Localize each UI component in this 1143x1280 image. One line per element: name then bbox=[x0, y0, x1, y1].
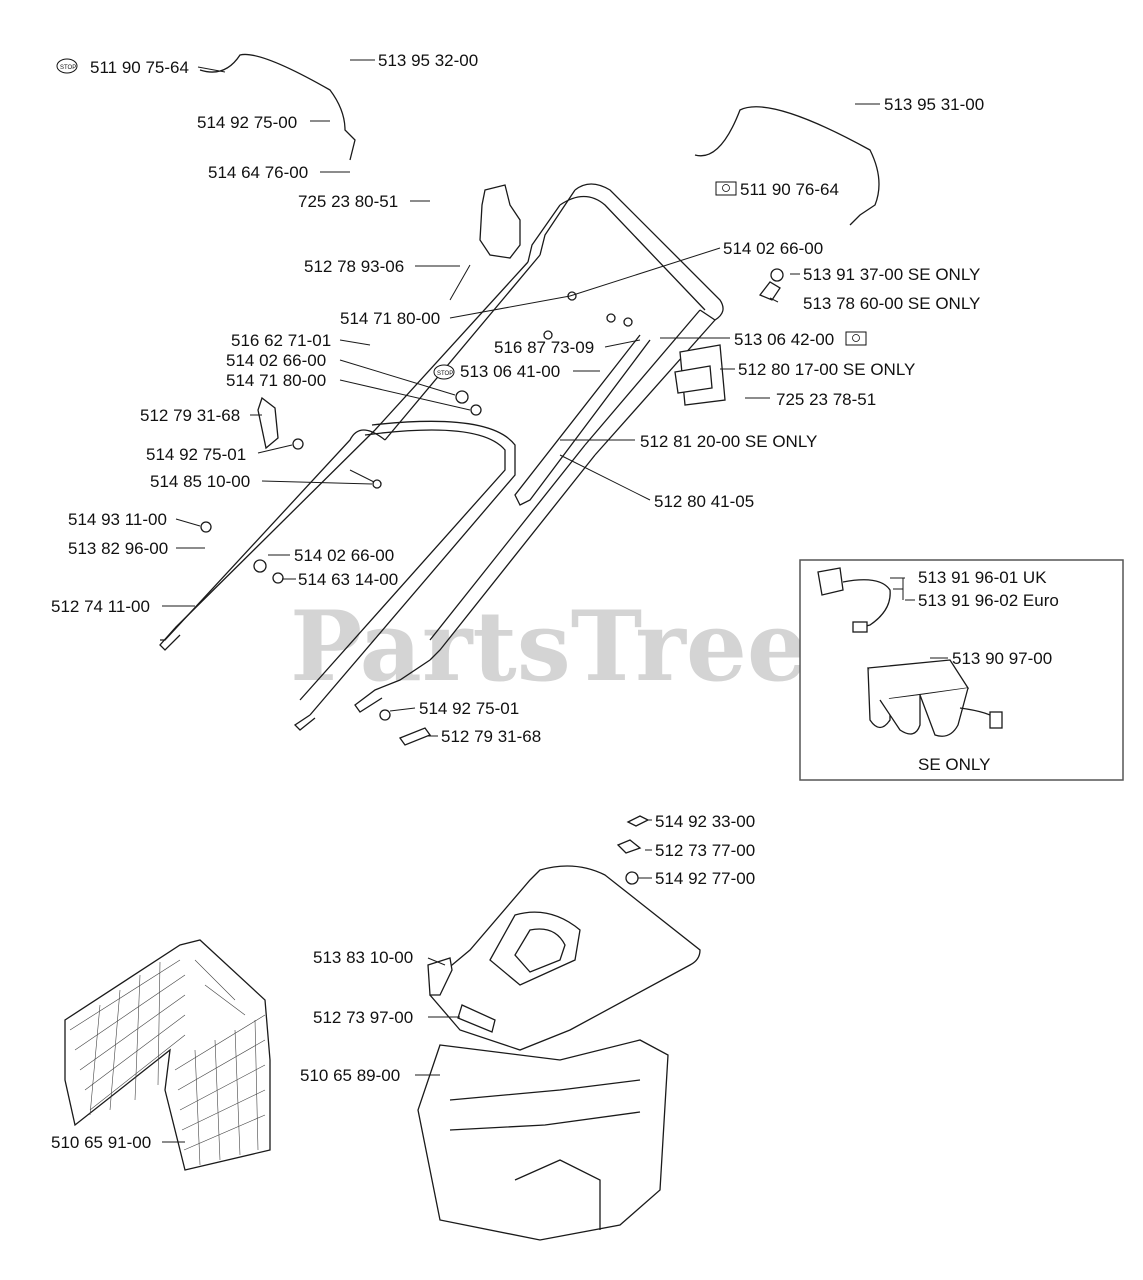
stop-icon: STOP bbox=[56, 58, 78, 74]
part-label: 513 91 96-02 Euro bbox=[918, 591, 1059, 610]
throttle-lever bbox=[449, 184, 521, 301]
part-label: 513 95 31-00 bbox=[884, 95, 984, 114]
part-label: 514 64 76-00 bbox=[208, 163, 308, 182]
grass-catcher-lid bbox=[427, 865, 701, 1051]
part-label: 511 90 76-64 bbox=[740, 180, 839, 199]
part-label: 513 78 60-00 SE ONLY bbox=[803, 294, 980, 313]
grass-catcher-frame bbox=[417, 1039, 669, 1241]
grass-catcher-bag bbox=[64, 939, 271, 1171]
part-label: 512 81 20-00 SE ONLY bbox=[640, 432, 817, 451]
part-label: 513 82 96-00 bbox=[68, 539, 168, 558]
catcher-hardware bbox=[616, 815, 650, 885]
hardware-bits bbox=[200, 390, 482, 746]
svg-text:STOP: STOP bbox=[437, 371, 453, 377]
part-label: 513 95 32-00 bbox=[378, 51, 478, 70]
part-label: 514 02 66-00 bbox=[226, 351, 326, 370]
part-label: 514 92 75-01 bbox=[146, 445, 246, 464]
part-label: 514 92 75-00 bbox=[197, 113, 297, 132]
part-label: 514 92 33-00 bbox=[655, 812, 755, 831]
leader-lines bbox=[162, 59, 948, 1143]
part-label: 514 63 14-00 bbox=[298, 570, 398, 589]
part-label: 513 91 96-01 UK bbox=[918, 568, 1047, 587]
part-label: 512 73 97-00 bbox=[313, 1008, 413, 1027]
part-label: 511 90 75-64 bbox=[90, 58, 189, 77]
part-label: 514 71 80-00 bbox=[226, 371, 326, 390]
part-label: 725 23 80-51 bbox=[298, 192, 398, 211]
sun-icon bbox=[715, 181, 737, 196]
part-label: 513 06 41-00 bbox=[460, 362, 560, 381]
upper-handle bbox=[374, 183, 724, 506]
part-label: 514 85 10-00 bbox=[150, 472, 250, 491]
part-label: 513 90 97-00 bbox=[952, 649, 1052, 668]
se-only-inset: SE ONLY bbox=[799, 559, 1124, 781]
part-label: 514 02 66-00 bbox=[294, 546, 394, 565]
part-label: 512 79 31-68 bbox=[441, 727, 541, 746]
part-label: 512 74 11-00 bbox=[51, 597, 150, 616]
part-label: 512 78 93-06 bbox=[304, 257, 404, 276]
part-label: 516 87 73-09 bbox=[494, 338, 594, 357]
part-labels: 511 90 75-64 513 95 32-00 514 92 75-00 5… bbox=[51, 51, 1059, 1152]
switch-box bbox=[674, 268, 784, 406]
part-label: 513 83 10-00 bbox=[313, 948, 413, 967]
part-label: 514 71 80-00 bbox=[340, 309, 440, 328]
part-label: 725 23 78-51 bbox=[776, 390, 876, 409]
sun-icon bbox=[845, 331, 867, 346]
stop-icon: STOP bbox=[433, 364, 455, 380]
part-label: 512 80 41-05 bbox=[654, 492, 754, 511]
part-label: 512 79 31-68 bbox=[140, 406, 240, 425]
part-label: 514 92 77-00 bbox=[655, 869, 755, 888]
part-label: 516 62 71-01 bbox=[231, 331, 331, 350]
part-label: 512 80 17-00 SE ONLY bbox=[738, 360, 915, 379]
bails bbox=[199, 53, 880, 226]
svg-text:STOP: STOP bbox=[60, 65, 76, 71]
part-label: 512 73 77-00 bbox=[655, 841, 755, 860]
watermark-text: PartsTree bbox=[290, 590, 808, 703]
part-label: 510 65 91-00 bbox=[51, 1133, 151, 1152]
part-label: 513 91 37-00 SE ONLY bbox=[803, 265, 980, 284]
part-label: 514 92 75-01 bbox=[419, 699, 519, 718]
part-label: 514 02 66-00 bbox=[723, 239, 823, 258]
part-label: 514 93 11-00 bbox=[68, 510, 167, 529]
part-label: 513 06 42-00 bbox=[734, 330, 834, 349]
part-label: 510 65 89-00 bbox=[300, 1066, 400, 1085]
lower-handle bbox=[159, 420, 596, 731]
inset-caption: SE ONLY bbox=[918, 755, 990, 774]
